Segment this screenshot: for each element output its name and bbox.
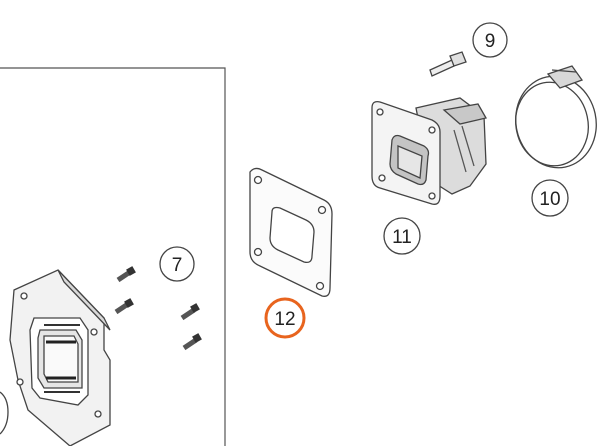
inset-frame bbox=[0, 67, 226, 446]
callout-label-9: 9 bbox=[485, 31, 496, 52]
reed-valve-block bbox=[9, 269, 111, 446]
callout-label-10: 10 bbox=[539, 189, 560, 210]
intake-flange bbox=[371, 97, 487, 205]
callout-label-11: 11 bbox=[392, 227, 412, 248]
left-edge-part bbox=[0, 391, 9, 435]
callout-10: 10 bbox=[531, 179, 569, 217]
screw-2 bbox=[114, 298, 134, 315]
reed-screws bbox=[114, 266, 202, 351]
screw-1 bbox=[116, 266, 136, 283]
callout-label-12: 12 bbox=[274, 309, 295, 330]
callout-7: 7 bbox=[159, 246, 195, 282]
callout-label-7: 7 bbox=[172, 255, 183, 276]
screw-4 bbox=[182, 333, 202, 351]
intake-gasket bbox=[249, 167, 333, 297]
callout-9: 9 bbox=[472, 22, 508, 58]
bolt bbox=[429, 51, 467, 77]
callout-12: 12 bbox=[264, 297, 306, 339]
hose-clamp bbox=[515, 65, 597, 169]
screw-3 bbox=[180, 303, 200, 321]
callout-11: 11 bbox=[383, 217, 421, 255]
